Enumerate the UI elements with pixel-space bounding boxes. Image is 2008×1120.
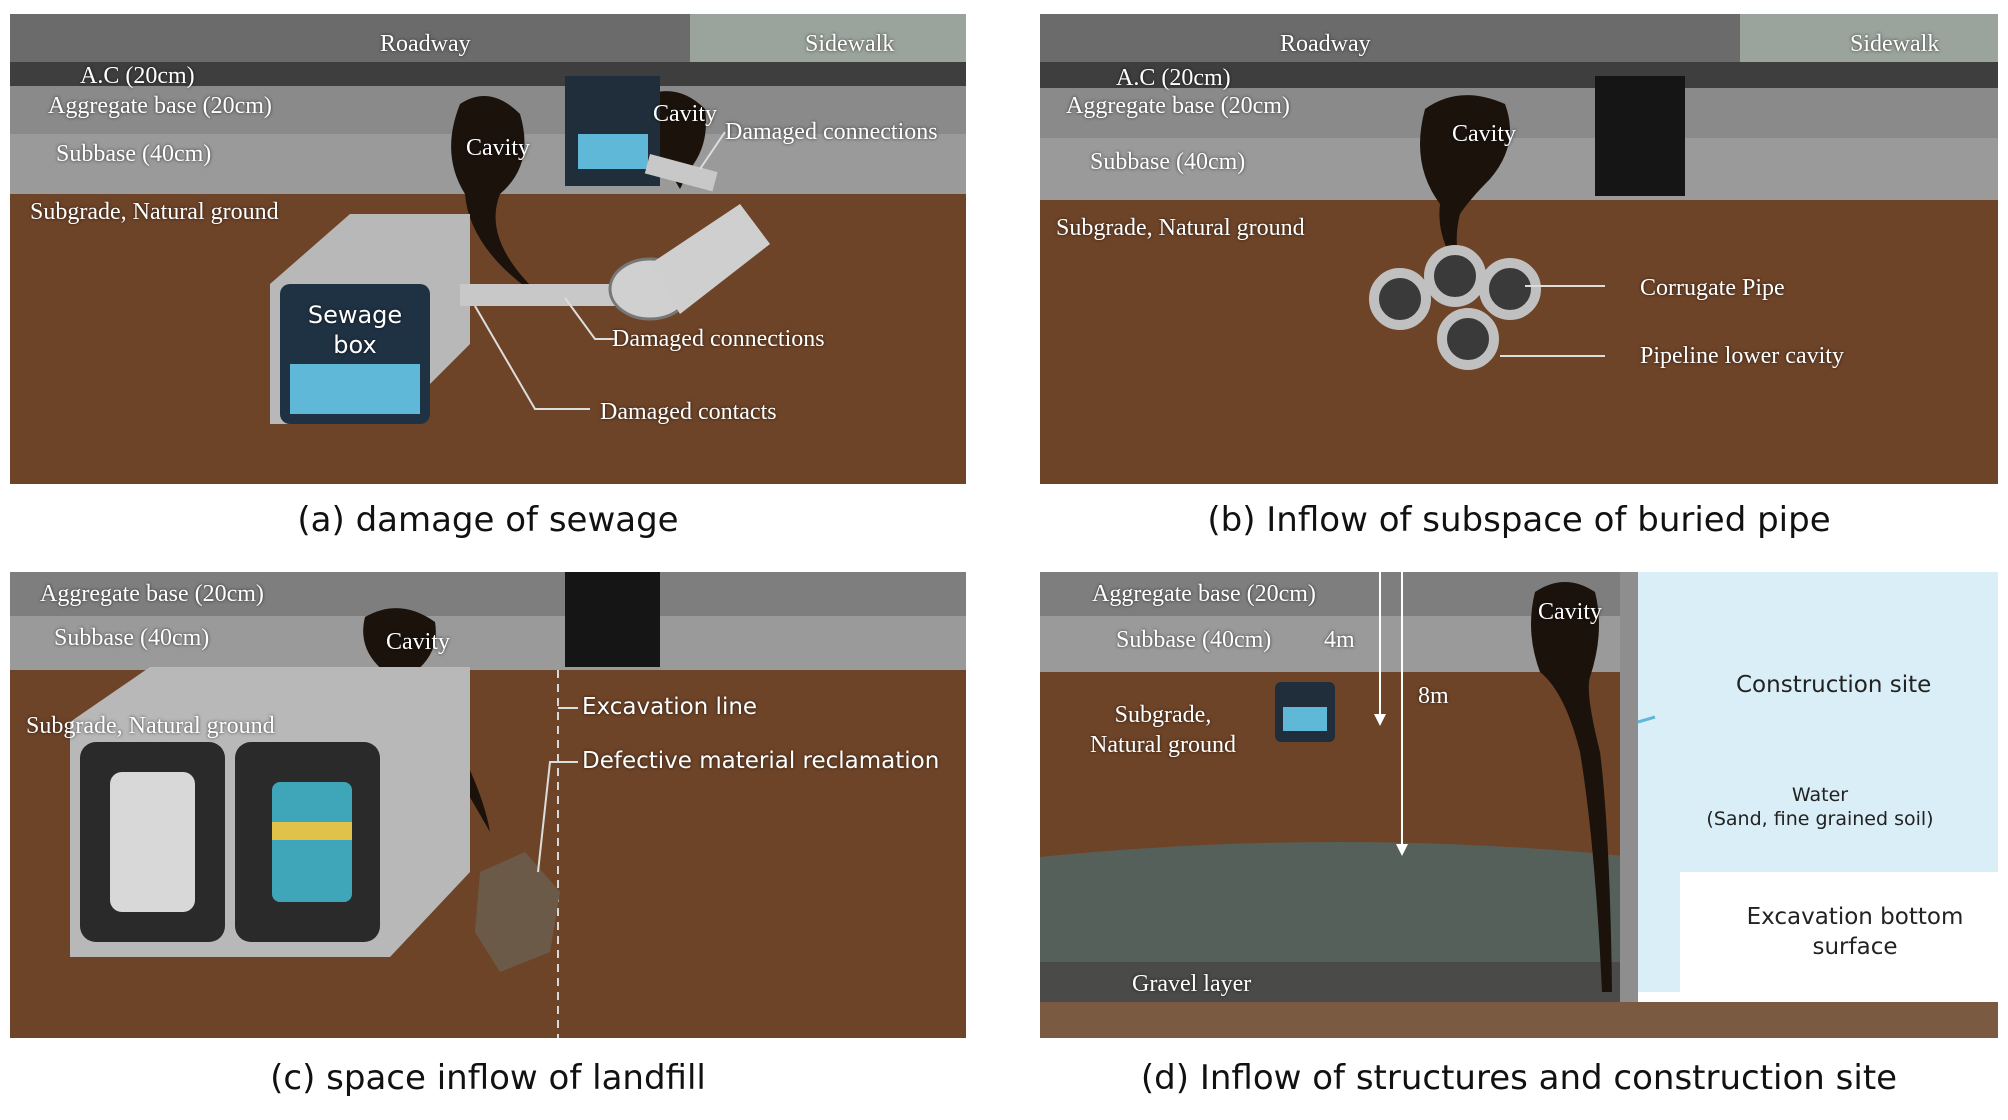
- label-sidewalk: Sidewalk: [1850, 31, 1940, 57]
- pipe-horizontal: [460, 284, 620, 306]
- inlet-box: [565, 572, 660, 667]
- sidewalk-surface: [690, 14, 966, 62]
- label-subbase: Subbase (40cm): [54, 625, 210, 651]
- caption-panel-d: (d) Inflow of structures and constructio…: [1140, 1058, 1898, 1098]
- panel-d-construction-site: Aggregate base (20cm) Subbase (40cm) 4m …: [1040, 572, 1998, 1038]
- leader-line-top-connections: [699, 131, 726, 170]
- aggregate-layer: [1040, 88, 1998, 138]
- corrugate-pipe-1: [1369, 268, 1431, 330]
- train-car-teal-band: [272, 822, 352, 840]
- sewage-box-water: [290, 364, 420, 414]
- sidewalk-surface: [1740, 14, 1998, 62]
- groundwater-zone: [1040, 842, 1635, 967]
- label-cavity-1: Cavity: [466, 135, 530, 161]
- label-depth-8m: 8m: [1418, 683, 1449, 709]
- subbase-layer: [10, 616, 966, 670]
- subbase-layer: [1040, 138, 1998, 200]
- corrugate-pipe-2: [1424, 245, 1486, 307]
- caption-panel-b: (b) Inflow of subspace of buried pipe: [1207, 500, 1831, 540]
- inlet-water: [578, 134, 648, 169]
- panel-d-illustration: [1040, 572, 1998, 1038]
- label-sidewalk: Sidewalk: [805, 31, 895, 57]
- depth-arrow-8m: [1396, 844, 1408, 856]
- gravel-layer: [1040, 962, 1635, 1008]
- label-roadway: Roadway: [380, 31, 471, 57]
- label-depth-4m: 4m: [1324, 627, 1355, 653]
- caption-panel-a: (a) damage of sewage: [297, 500, 679, 540]
- label-cavity: Cavity: [386, 629, 450, 655]
- label-subgrade: Subgrade, Natural ground: [26, 713, 275, 739]
- aggregate-layer: [10, 572, 966, 616]
- label-water: Water: [1791, 784, 1849, 806]
- retaining-wall: [1620, 572, 1638, 1002]
- label-roadway: Roadway: [1280, 31, 1371, 57]
- cavity-shape: [1420, 95, 1510, 284]
- leader-line-connections: [564, 297, 615, 340]
- panel-a-illustration: [10, 14, 966, 484]
- label-subbase: Subbase (40cm): [1116, 627, 1272, 653]
- caption-panel-c: (c) space inflow of landfill: [270, 1058, 706, 1098]
- label-aggregate: Aggregate base (20cm): [1092, 581, 1316, 607]
- inlet-box: [1595, 76, 1685, 196]
- label-subbase: Subbase (40cm): [56, 141, 212, 167]
- pipe-to-inlet: [644, 153, 718, 192]
- cavity-shape-1: [451, 96, 550, 304]
- label-ac: A.C (20cm): [80, 63, 195, 89]
- ac-layer: [1040, 62, 1998, 88]
- label-aggregate: Aggregate base (20cm): [48, 93, 272, 119]
- inlet-water: [1283, 707, 1327, 731]
- label-gravel: Gravel layer: [1132, 971, 1252, 997]
- seepage-jets: [1637, 715, 1656, 724]
- label-subgrade: Subgrade, Natural ground: [1056, 215, 1305, 241]
- label-damaged-connections: Damaged connections: [612, 326, 825, 352]
- label-construction-site: Construction site: [1736, 672, 1932, 698]
- cavity-shape-2: [647, 91, 706, 189]
- label-subgrade: Subgrade, Natural ground: [30, 199, 279, 225]
- label-cavity-2: Cavity: [653, 101, 717, 127]
- panel-b-buried-pipe: Roadway Sidewalk A.C (20cm) Aggregate ba…: [1040, 14, 1998, 484]
- label-lower-cavity: Pipeline lower cavity: [1640, 343, 1844, 369]
- label-excavation-line: Excavation line: [582, 694, 758, 720]
- bottom-ground: [1040, 1002, 1998, 1038]
- label-subgrade: Subgrade, Natural ground: [1090, 702, 1236, 758]
- corrugate-pipe-4: [1437, 308, 1499, 370]
- excavation-bottom-area: [1680, 872, 1998, 1002]
- label-damaged-connections-top: Damaged connections: [725, 119, 938, 145]
- panel-c-landfill: Aggregate base (20cm) Subbase (40cm) Sub…: [10, 572, 966, 1038]
- ac-layer: [10, 62, 966, 86]
- label-sewage-box: Sewage box: [307, 301, 403, 359]
- label-cavity: Cavity: [1452, 121, 1516, 147]
- depth-arrow-4m: [1374, 714, 1386, 726]
- cavity-shape: [1531, 582, 1612, 992]
- label-damaged-contacts: Damaged contacts: [600, 399, 777, 425]
- label-water-detail: (Sand, fine grained soil): [1706, 808, 1934, 830]
- train-car-white: [110, 772, 195, 912]
- panel-a-sewage-damage: Roadway Sidewalk A.C (20cm) Aggregate ba…: [10, 14, 966, 484]
- label-subbase: Subbase (40cm): [1090, 149, 1246, 175]
- subgrade-layer: [1040, 200, 1998, 484]
- label-ac: A.C (20cm): [1116, 65, 1231, 91]
- label-excavation-bottom: Excavation bottom surface: [1746, 904, 1964, 960]
- leader-line-defective: [537, 761, 578, 873]
- panel-b-illustration: [1040, 14, 1998, 484]
- inlet-box: [565, 76, 660, 186]
- label-aggregate: Aggregate base (20cm): [40, 581, 264, 607]
- panel-c-illustration: [10, 572, 966, 1038]
- landfill-rubble: [475, 852, 560, 972]
- train-car-teal: [272, 782, 352, 902]
- label-cavity: Cavity: [1538, 599, 1602, 625]
- label-corrugate-pipe: Corrugate Pipe: [1640, 275, 1785, 301]
- label-aggregate: Aggregate base (20cm): [1066, 93, 1290, 119]
- corrugate-pipe-3: [1479, 258, 1541, 320]
- pipe-elbow: [650, 204, 770, 314]
- label-defective-material: Defective material reclamation: [582, 748, 940, 774]
- leader-line-contacts: [474, 305, 590, 410]
